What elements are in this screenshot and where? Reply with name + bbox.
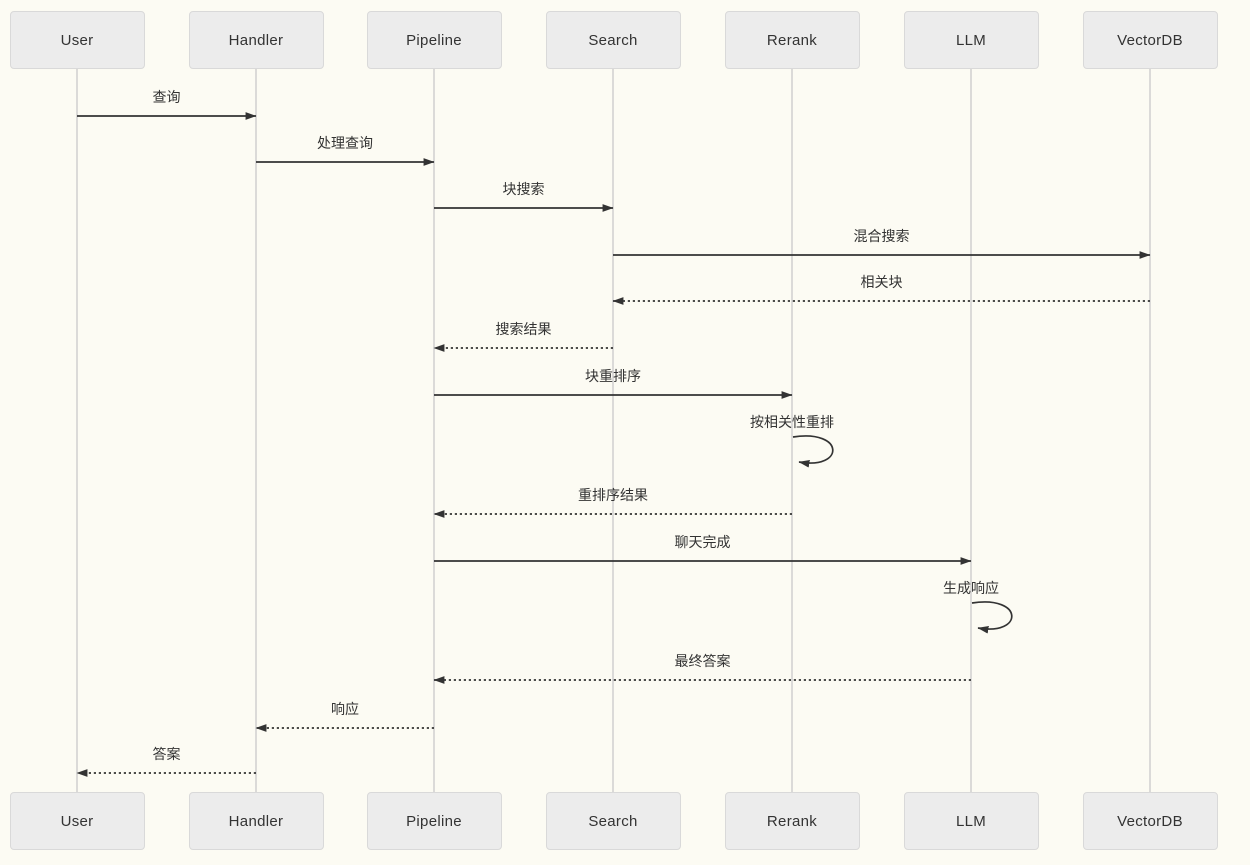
- actor-box-top-llm: LLM: [903, 11, 1039, 69]
- message-5-vectordb-search-label: 相关块: [860, 274, 903, 290]
- actor-label-vectordb: VectorDB: [1117, 812, 1183, 830]
- actor-box-bottom-llm: LLM: [903, 792, 1039, 850]
- message-14-handler-user-label: 答案: [152, 746, 181, 762]
- actor-box-top-pipeline: Pipeline: [366, 11, 502, 69]
- message-3-pipeline-search-label: 块搜索: [502, 181, 545, 197]
- message-12-llm-pipeline-label: 最终答案: [674, 653, 731, 669]
- actor-box-bottom-user: User: [9, 792, 145, 850]
- actor-label-pipeline: Pipeline: [406, 31, 462, 49]
- actor-label-rerank: Rerank: [766, 812, 818, 830]
- message-11-llm-llm-label: 生成响应: [943, 580, 999, 596]
- message-7-pipeline-rerank-label: 块重排序: [585, 368, 641, 384]
- message-11-llm-llm-selfloop: [971, 601, 1013, 634]
- actor-label-user: User: [60, 31, 94, 49]
- message-8-rerank-rerank-selfloop: [792, 435, 834, 468]
- actor-box-bottom-handler: Handler: [188, 792, 324, 850]
- message-9-rerank-pipeline-label: 重排序结果: [578, 487, 648, 503]
- actor-label-search: Search: [588, 812, 638, 830]
- actor-label-pipeline: Pipeline: [406, 812, 462, 830]
- message-1-user-handler-label: 查询: [152, 89, 181, 105]
- actor-box-bottom-pipeline: Pipeline: [366, 792, 502, 850]
- actor-label-llm: LLM: [955, 812, 987, 830]
- actor-box-top-vectordb: VectorDB: [1082, 11, 1218, 69]
- actor-box-bottom-rerank: Rerank: [724, 792, 860, 850]
- actor-box-top-rerank: Rerank: [724, 11, 860, 69]
- message-8-rerank-rerank-label: 按相关性重排: [750, 414, 834, 430]
- actor-label-search: Search: [588, 31, 638, 49]
- actor-label-handler: Handler: [228, 31, 284, 49]
- actor-label-vectordb: VectorDB: [1117, 31, 1183, 49]
- actor-box-bottom-search: Search: [545, 792, 681, 850]
- actor-label-llm: LLM: [955, 31, 987, 49]
- actor-label-user: User: [60, 812, 94, 830]
- actor-box-top-handler: Handler: [188, 11, 324, 69]
- message-13-pipeline-handler-label: 响应: [331, 701, 359, 717]
- actor-box-top-user: User: [9, 11, 145, 69]
- actor-label-rerank: Rerank: [766, 31, 818, 49]
- message-4-search-vectordb-label: 混合搜索: [853, 228, 910, 244]
- actor-box-top-search: Search: [545, 11, 681, 69]
- actor-label-handler: Handler: [228, 812, 284, 830]
- message-10-pipeline-llm-label: 聊天完成: [674, 534, 731, 550]
- actor-box-bottom-vectordb: VectorDB: [1082, 792, 1218, 850]
- message-6-search-pipeline-label: 搜索结果: [495, 321, 552, 337]
- message-2-handler-pipeline-label: 处理查询: [317, 135, 373, 151]
